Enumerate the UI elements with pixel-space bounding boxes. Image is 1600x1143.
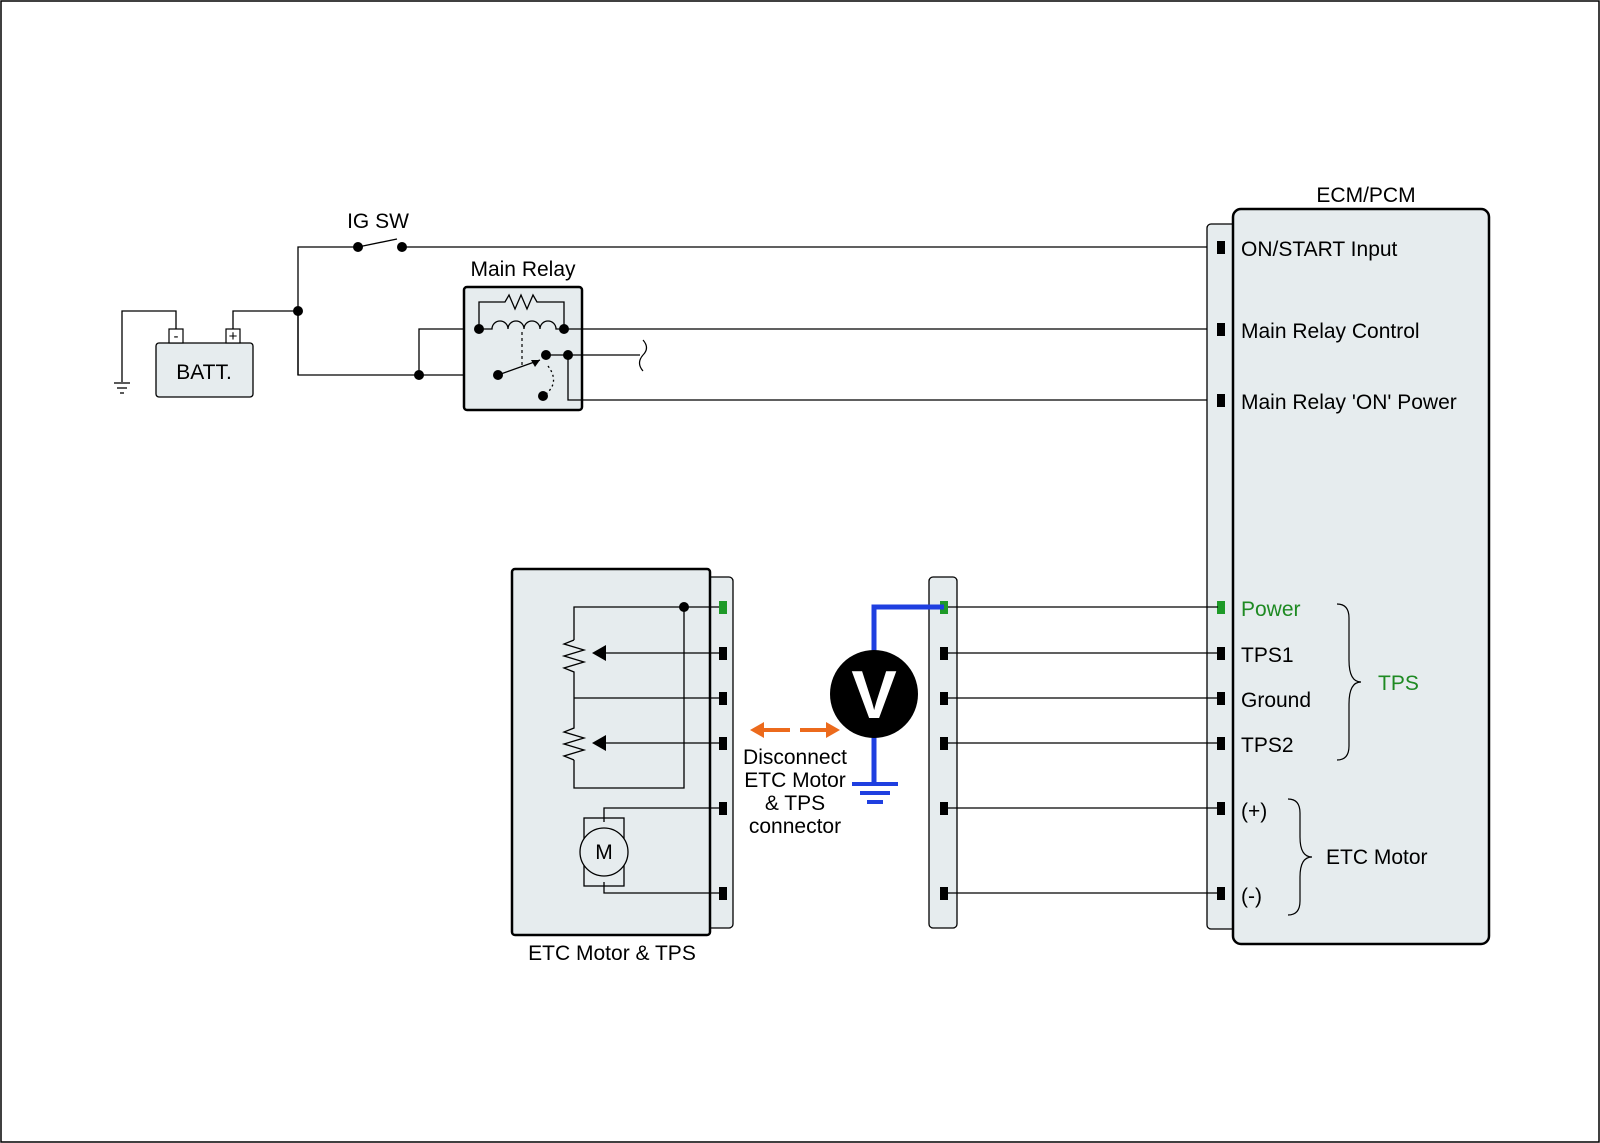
- etc-pin-motor-neg: [719, 887, 727, 900]
- relay-coil-dot-left: [474, 324, 484, 334]
- voltmeter: [830, 650, 918, 738]
- tps2-resistor: [561, 698, 587, 761]
- disconnect-note-line4: connector: [749, 815, 841, 838]
- ecm-pin-label-motor-pos: (+): [1241, 800, 1267, 823]
- ecm-pin-ground: [1217, 692, 1225, 705]
- voltmeter-label: V: [851, 657, 896, 733]
- ecm-pin-relay-on-power: [1217, 394, 1225, 407]
- ecm-pin-power: [1217, 601, 1225, 614]
- ecm-pin-label-motor-neg: (-): [1241, 885, 1262, 908]
- ecm-pin-label-tps1: TPS1: [1241, 644, 1294, 667]
- ecm-pin-label-relay-control: Main Relay Control: [1241, 320, 1420, 343]
- tps-group-label: TPS: [1378, 672, 1419, 695]
- battery: BATT. - +: [155, 328, 254, 398]
- tps-power-bus: [573, 606, 719, 640]
- etc-module-body: [510, 567, 712, 937]
- etc-motor-tps-module: ETC Motor & TPS M: [510, 567, 734, 965]
- ecm-pin-label-relay-on-power: Main Relay 'ON' Power: [1241, 391, 1457, 414]
- harness-pin-tps1: [940, 647, 948, 660]
- harness-pin-motor-neg: [940, 887, 948, 900]
- ecm-pin-tps1: [1217, 647, 1225, 660]
- ecm-pin-on-start: [1217, 241, 1225, 254]
- etc-pin-power: [719, 601, 727, 614]
- voltmeter-ground-symbol: [852, 782, 898, 804]
- ecm-pin-tps2: [1217, 737, 1225, 750]
- ecm-pin-relay-control: [1217, 323, 1225, 336]
- battery-body: [155, 342, 254, 398]
- main-relay-body: [462, 285, 584, 412]
- motor-pos-wire: [603, 807, 719, 822]
- disconnect-note-line1: Disconnect: [743, 746, 847, 769]
- tps2-wiper-arrow: [592, 735, 606, 751]
- etc-pin-tps2: [719, 737, 727, 750]
- coil-feed-wire: [418, 328, 479, 375]
- disconnect-note-line3: & TPS: [765, 792, 825, 815]
- ecm-pcm: ECM/PCM ON/START Input Main Relay Contro…: [1206, 184, 1491, 946]
- battery-label: BATT.: [176, 361, 232, 384]
- ig-switch-label: IG SW: [347, 210, 409, 233]
- ecm-body: [1231, 207, 1491, 946]
- ecm-pin-label-ground: Ground: [1241, 689, 1311, 712]
- harness-pin-tps2: [940, 737, 948, 750]
- etc-pin-ground: [719, 692, 727, 705]
- tps1-resistor: [561, 639, 587, 698]
- etc-pin-motor-pos: [719, 802, 727, 815]
- etc-motor-brace: [1287, 798, 1313, 916]
- harness-pin-motor-pos: [940, 802, 948, 815]
- relay-resistor: [478, 293, 565, 329]
- ecm-label: ECM/PCM: [1316, 184, 1415, 207]
- disconnect-arrows: [750, 722, 840, 738]
- ecm-pin-label-tps2: TPS2: [1241, 734, 1294, 757]
- ecm-pin-label-power: Power: [1241, 598, 1301, 621]
- ecm-pin-motor-neg: [1217, 887, 1225, 900]
- relay-coil: [479, 320, 564, 330]
- main-relay: Main Relay: [462, 258, 584, 412]
- main-relay-label: Main Relay: [470, 258, 576, 281]
- relay-feed-wire: [297, 311, 498, 376]
- motor-label: M: [595, 841, 613, 864]
- battery-pos-sign: +: [229, 328, 238, 345]
- voltmeter-probe-wire: [871, 604, 944, 655]
- harness-connector: [928, 576, 958, 929]
- etc-module-label: ETC Motor & TPS: [528, 942, 696, 965]
- battery-neg-sign: -: [174, 328, 179, 345]
- relay-on-power-wire: [567, 355, 1218, 401]
- ground-symbol-battery: [114, 382, 130, 394]
- wire-break-symbol: [638, 339, 648, 372]
- battery-positive-wire: [232, 310, 298, 329]
- etc-group-label: ETC Motor: [1326, 846, 1428, 869]
- harness-pin-ground: [940, 692, 948, 705]
- tps1-wiper-arrow: [592, 645, 606, 661]
- relay-switch-arrowhead: [531, 360, 540, 367]
- ecm-pin-label-on-start: ON/START Input: [1241, 238, 1398, 261]
- tps-brace: [1336, 603, 1362, 761]
- etc-pin-tps1: [719, 647, 727, 660]
- disconnect-note-line2: ETC Motor: [744, 769, 846, 792]
- relay-dotted-travel: [545, 365, 555, 395]
- relay-nc-contact: [538, 391, 548, 401]
- battery-ground-wire: [121, 310, 177, 382]
- ig-switch-blade: [357, 238, 398, 248]
- ecm-pin-motor-pos: [1217, 802, 1225, 815]
- motor-symbol: [579, 827, 629, 877]
